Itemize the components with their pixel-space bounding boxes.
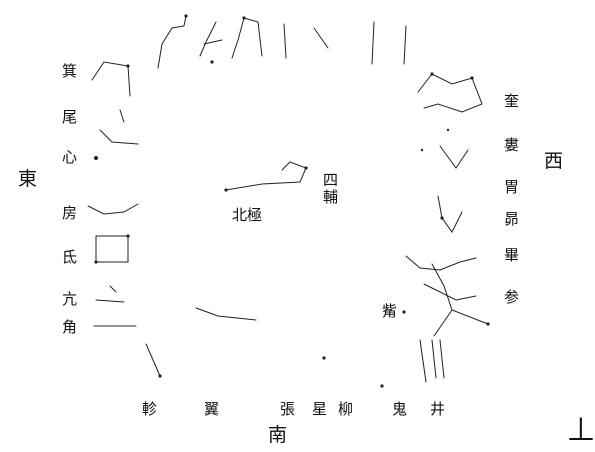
mansion-xin: 心 bbox=[62, 148, 78, 166]
mansion-kui: 奎 bbox=[504, 92, 520, 110]
mansion-bi: 畢 bbox=[504, 246, 520, 264]
constellation-top-6 bbox=[371, 21, 375, 65]
constellation-di bbox=[95, 235, 129, 263]
constellation-wei bbox=[99, 109, 139, 145]
mansion-wei-stomach: 胃 bbox=[504, 178, 520, 196]
mansion-shen: 参 bbox=[504, 288, 520, 306]
constellation-ji bbox=[91, 61, 131, 97]
direction-west: 西 bbox=[544, 150, 564, 172]
constellation-top-5 bbox=[313, 27, 329, 49]
mansion-kang: 亢 bbox=[62, 290, 78, 308]
mansion-di: 氐 bbox=[62, 248, 78, 266]
constellation-zhen bbox=[145, 343, 161, 377]
mansion-jiao: 角 bbox=[62, 318, 78, 336]
label-sifu: 四輔 bbox=[321, 172, 339, 206]
mansion-yi: 翼 bbox=[204, 400, 220, 418]
mansion-fang: 房 bbox=[62, 204, 78, 222]
direction-south: 南 bbox=[268, 424, 288, 446]
constellation-shen bbox=[431, 263, 489, 337]
mansion-ji: 箕 bbox=[62, 62, 78, 80]
constellation-kang bbox=[95, 285, 125, 303]
constellation-top-1 bbox=[157, 15, 187, 69]
constellation-mao bbox=[437, 195, 463, 233]
constellation-top-3 bbox=[231, 17, 263, 59]
mansion-mao: 昴 bbox=[504, 210, 520, 228]
mansion-jing: 井 bbox=[430, 400, 446, 418]
constellation-top-2 bbox=[199, 21, 223, 57]
mansion-wei: 尾 bbox=[62, 108, 78, 126]
constellation-bi bbox=[405, 255, 477, 301]
mansion-lou: 婁 bbox=[504, 136, 520, 154]
mansion-liu: 柳 bbox=[338, 400, 354, 418]
constellation-kui bbox=[417, 73, 483, 113]
mansion-gui: 鬼 bbox=[392, 400, 408, 418]
constellation-zhang bbox=[195, 307, 257, 321]
mansion-zhen: 軫 bbox=[142, 400, 158, 418]
label-polaris: 北極 bbox=[232, 206, 263, 224]
mansion-xing: 星 bbox=[312, 400, 328, 418]
constellation-beiji bbox=[225, 161, 307, 191]
constellation-top-4 bbox=[283, 23, 287, 59]
constellation-top-7 bbox=[403, 25, 407, 65]
mansion-zi: 觜 bbox=[382, 302, 398, 320]
constellation-jing bbox=[419, 339, 445, 383]
corner-mark: 丄 bbox=[568, 416, 595, 446]
constellation-fang bbox=[87, 203, 139, 215]
direction-east: 東 bbox=[18, 168, 38, 190]
mansion-zhang: 張 bbox=[280, 400, 296, 418]
constellation-lou bbox=[439, 145, 469, 169]
